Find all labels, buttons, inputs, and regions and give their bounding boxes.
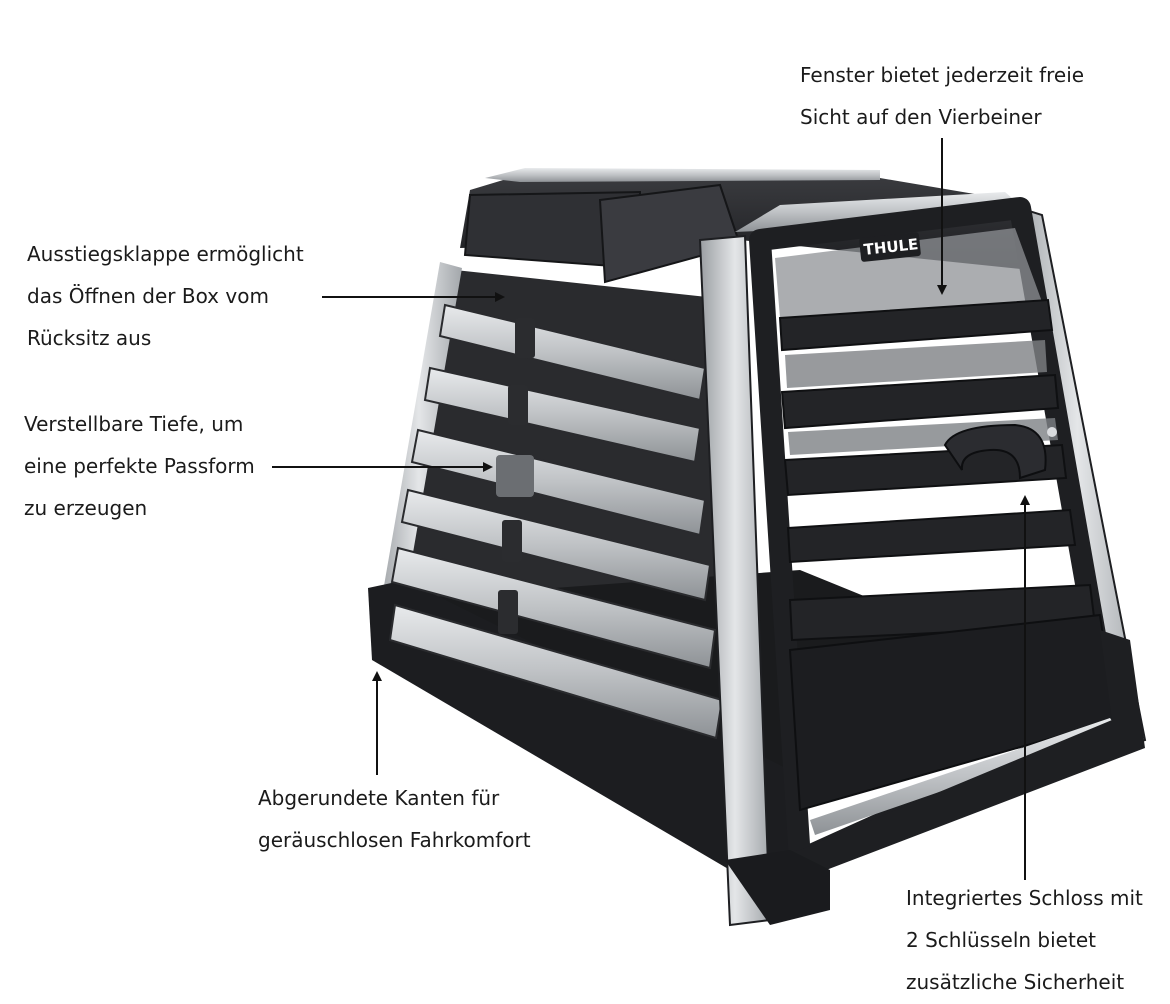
crate-illustration [368, 168, 1147, 927]
label-escape-hatch-line-2: das Öffnen der Box vom [27, 284, 269, 308]
label-escape-hatch-line-3: Rücksitz aus [27, 326, 152, 350]
callout-lines [272, 138, 1030, 880]
label-adjustable-depth-line-1: Verstellbare Tiefe, um [24, 412, 244, 436]
label-lock: Integriertes Schloss mit 2 Schlüsseln bi… [906, 877, 1143, 1003]
label-rounded-edges-line-1: Abgerundete Kanten für [258, 786, 500, 810]
label-adjustable-depth-line-2: eine perfekte Passform [24, 454, 255, 478]
slat-clips [496, 318, 535, 634]
label-lock-line-3: zusätzliche Sicherheit [906, 970, 1125, 994]
label-adjustable-depth-line-3: zu erzeugen [24, 496, 148, 520]
label-escape-hatch-line-1: Ausstiegsklappe ermöglicht [27, 242, 304, 266]
label-window-line-1: Fenster bietet jederzeit freie [800, 63, 1085, 87]
door-bars [778, 298, 1097, 642]
label-rounded-edges: Abgerundete Kanten für geräuschlosen Fah… [258, 777, 531, 861]
lock-handle [943, 423, 1047, 480]
label-adjustable-depth: Verstellbare Tiefe, um eine perfekte Pas… [24, 403, 255, 529]
label-lock-line-2: 2 Schlüsseln bietet [906, 928, 1096, 952]
side-slats [388, 303, 724, 740]
front-left-foot [725, 850, 830, 925]
thule-badge-bg [859, 232, 921, 262]
label-window-line-2: Sicht auf den Vierbeiner [800, 105, 1042, 129]
label-lock-line-1: Integriertes Schloss mit [906, 886, 1143, 910]
front-bottom-rim [810, 718, 1118, 835]
roof-front-rim [735, 192, 1020, 232]
label-window: Fenster bietet jederzeit freie Sicht auf… [800, 54, 1084, 138]
label-rounded-edges-line-2: geräuschlosen Fahrkomfort [258, 828, 531, 852]
roof-side-rim [485, 168, 880, 182]
label-escape-hatch: Ausstiegsklappe ermöglicht das Öffnen de… [27, 233, 304, 359]
lock-keyhole [1047, 427, 1057, 437]
front-window [775, 228, 1045, 318]
